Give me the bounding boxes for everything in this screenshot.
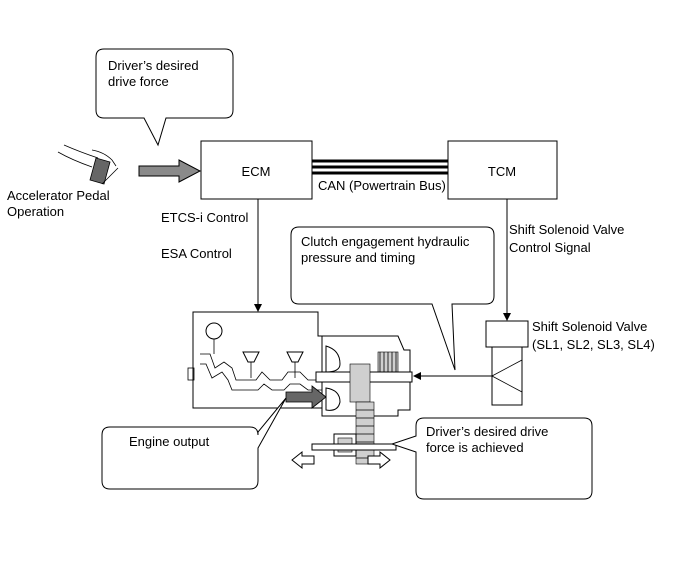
callout-text-line-2: force is achieved [426,440,524,455]
shift-solenoid-valve [485,320,529,406]
callout-clutch-engagement: Clutch engagement hydraulic pressure and… [290,226,495,371]
accelerator-label-line-1: Accelerator Pedal [7,188,110,203]
etcs-label: ETCS-i Control [161,210,249,225]
shift-signal-label-line-2: Control Signal [509,240,591,255]
callout-engine-output: Engine output [101,397,287,490]
callout-desired-drive-force: Driver’s desired drive force [95,48,234,147]
ecm-label: ECM [242,164,271,179]
engine-valves [205,322,304,378]
left-output-arrow [291,450,315,470]
callout-text-line-2: drive force [108,74,169,89]
esa-label: ESA Control [161,246,232,261]
ecm-block: ECM [200,140,313,200]
pedal-to-ecm-arrow [138,159,202,183]
tcm-block: TCM [447,140,558,200]
callout-text-line-1: Driver’s desired [108,58,199,73]
tcm-label: TCM [488,164,516,179]
accelerator-label-line-2: Operation [7,204,64,219]
shift-signal-label-line-1: Shift Solenoid Valve [509,222,624,237]
callout-text-line-1: Clutch engagement hydraulic [301,234,470,249]
can-bus-lines [312,159,448,175]
callout-text-line-2: pressure and timing [301,250,415,265]
engine-transmission-illustration [187,311,413,465]
right-output-arrow [367,450,391,470]
can-bus-label: CAN (Powertrain Bus) [318,178,446,193]
accelerator-pedal-icon [57,144,119,185]
callout-text: Engine output [129,434,210,449]
callout-text-line-1: Driver’s desired drive [426,424,548,439]
shift-valve-label-line-2: (SL1, SL2, SL3, SL4) [532,337,655,352]
shift-valve-label-line-1: Shift Solenoid Valve [532,319,647,334]
callout-force-achieved: Driver’s desired drive force is achieved [390,417,593,500]
